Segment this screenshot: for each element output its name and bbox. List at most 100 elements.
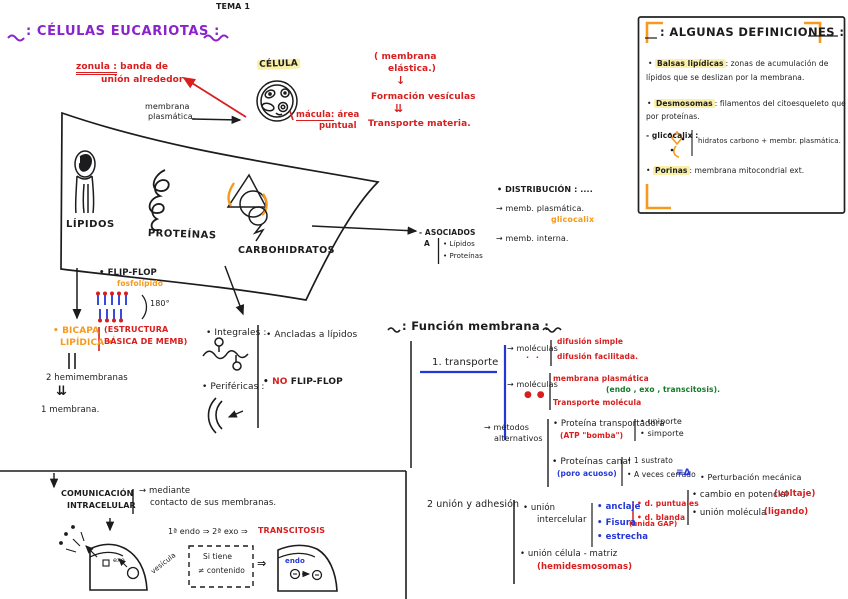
zonula-rest: banda de: [116, 62, 169, 72]
double-down-arrow-glyph: ⇊: [394, 102, 404, 115]
exo-label: exo: [113, 556, 125, 564]
transporte-molecula-item: Transporte molécula: [553, 398, 642, 407]
cell-drawing: [256, 80, 298, 122]
membrana-count-label: 1 membrana.: [41, 405, 100, 415]
union-bracket-lines: [513, 500, 634, 584]
desmosomas-puntuales-item: • d. puntuales: [637, 499, 699, 508]
endocytosis-cell-sketch: [277, 544, 338, 592]
fosfolipido-label: fosfolípido: [117, 279, 163, 288]
endo-label: endo: [285, 557, 305, 565]
banner-label-lipidos: LÍPIDOS: [66, 219, 115, 230]
bullet: •: [646, 166, 651, 175]
endo-exo-transcitosis-note: (endo , exo , transcitosis).: [606, 385, 721, 394]
asociados-line1: - ASOCIADOS: [419, 228, 476, 237]
transporte-title: 1. transporte: [432, 357, 499, 368]
membrana-label-line1: membrana: [145, 102, 190, 111]
funcion-squiggles: [387, 327, 562, 333]
glicocalix-sketch: [668, 130, 693, 158]
difusion-simple-label: difusión simple: [557, 337, 624, 346]
metodos-line1: → métodos: [484, 423, 530, 432]
bullet: •: [647, 99, 652, 108]
union-intercelular-line2: intercelular: [537, 515, 587, 525]
definition-porinas: • Porinas: membrana mitocondrial ext.: [646, 166, 805, 175]
tema-label: TEMA 1: [216, 2, 251, 11]
perifericas-label: • Periféricas :: [202, 382, 265, 392]
transport-bracket-lines: [410, 340, 689, 525]
difusion-facilitada-label: difusión facilitada.: [557, 352, 639, 361]
zonula-term: zonula :: [76, 62, 117, 75]
porinas-term: Porinas: [653, 166, 690, 175]
page-title: : CÉLULAS EUCARIOTAS :: [26, 24, 220, 39]
celula-label: CÉLULA: [257, 58, 301, 71]
elastica-line4: Transporte materia.: [368, 119, 471, 129]
transcitosis-label: TRANSCITOSIS: [258, 526, 326, 535]
proteinas-canal-label: • Proteínas canal: [552, 457, 631, 467]
estrecha-item: • estrecha: [597, 532, 649, 542]
macula-mark: [289, 110, 294, 121]
elastica-line3: Formación vesículas: [371, 92, 476, 102]
sustrato-item: • 1 sustrato: [627, 456, 673, 465]
arrow-cell-to-zonula: [182, 77, 247, 118]
condition-dashed-box: [188, 545, 254, 588]
no-rest: FLIP-FLOP: [287, 377, 343, 387]
metodos-line2: alternativos: [494, 434, 543, 443]
union-gap-note: (unida GAP): [629, 520, 678, 528]
desmosomas-blanda-item: • d. blanda: [637, 513, 686, 522]
membrana-label-line2: plasmática.: [148, 112, 196, 121]
bicapa-bracket-line1: (ESTRUCTURA: [104, 325, 169, 334]
membrana-plasmatica-item: membrana plasmática: [553, 374, 649, 383]
balsas-term: Balsas lipídicas: [655, 59, 726, 68]
uniporte-item: • uniporte: [640, 417, 682, 426]
si-tiene-line1: Si tiene: [203, 552, 233, 561]
flipflop-label: • FLIP-FLOP: [99, 268, 157, 278]
macula-term: mácula:: [296, 110, 335, 121]
zonula-note-line2: unión alrededor: [101, 75, 184, 85]
perturbacion-item: • Perturbación mecánica: [700, 473, 802, 482]
comunicacion-line2: INTRACELULAR: [67, 501, 136, 510]
asociados-line2: A: [424, 239, 430, 248]
definition-desmosomas-line1: • Desmosomas: filamentos del citoesquele…: [647, 99, 848, 108]
banner-label-carbohidratos: CARBOHIDRATOS: [238, 245, 335, 256]
hemidesmosomas-note: (hemidesmosomas): [537, 562, 633, 572]
definition-desmosomas-line2: por proteínas.: [646, 112, 700, 121]
cambio-potencial-item: • cambio en potencial: [692, 490, 789, 500]
zonula-note-line1: zonula : banda de: [76, 62, 169, 75]
union-adhesion-title: 2 unión y adhesión: [427, 499, 520, 510]
asociados-item-proteinas: • Proteínas: [443, 252, 483, 260]
section-dividers: [0, 470, 407, 599]
balsas-rest: : zonas de acumulación de: [725, 59, 829, 68]
arrow-membrana-to-cell: [191, 115, 242, 125]
moleculas1-label: → moléculas: [507, 344, 558, 353]
union-intercelular-line1: • unión: [523, 503, 556, 513]
macula-note-line2: puntual: [319, 121, 357, 131]
flipflop-angle: 180°: [150, 299, 170, 308]
arrow-to-integrales: [224, 265, 245, 316]
bicapa-line2: LIPÍDICA •: [60, 338, 114, 348]
protein-squiggle: [148, 169, 170, 232]
distribucion-item1: → memb. plasmática.: [496, 204, 585, 213]
flipflop-phospholipid-sketch: [96, 291, 148, 323]
bicapa-line1: • BICAPA: [53, 326, 100, 336]
simporte-item: • simporte: [640, 429, 684, 438]
equals-mark: [68, 353, 76, 369]
proteina-transportadora-label: • Proteína transportadora: [553, 419, 665, 429]
distribucion-title: • DISTRIBUCIÓN : ....: [497, 185, 593, 194]
no-word: NO: [272, 377, 288, 387]
no-flipflop-label: • NO FLIP-FLOP: [263, 377, 343, 387]
moleculas2-dots: ● ●: [524, 390, 546, 400]
desmosomas-term: Desmosomas: [654, 99, 715, 108]
definition-balsas-line1: • Balsas lipídicas: zonas de acumulación…: [648, 59, 829, 68]
fisura-item: • Fisura: [597, 518, 636, 528]
mediante-line2: contacto de sus membranas.: [150, 498, 277, 508]
arrow-to-asociados: [311, 225, 418, 235]
union-celula-matriz-item: • unión célula - matriz: [520, 549, 618, 559]
a-veces-cerrado-item: • A veces cerrado: [627, 470, 696, 479]
peripheral-protein-sketch: [207, 397, 244, 434]
bicapa-bracket-line2: BÁSICA DE MEMB): [104, 337, 188, 346]
porinas-rest: : membrana mitocondrial ext.: [689, 166, 805, 175]
double-down-arrow-glyph: ⇊: [56, 384, 67, 399]
definition-balsas-line2: lípidos que se deslizan por la membrana.: [646, 73, 805, 82]
endo-exo-sequence: 1ª endo ⇒ 2ª exo ⇒: [168, 527, 248, 536]
anclaje-item: • anclaje: [597, 502, 641, 512]
